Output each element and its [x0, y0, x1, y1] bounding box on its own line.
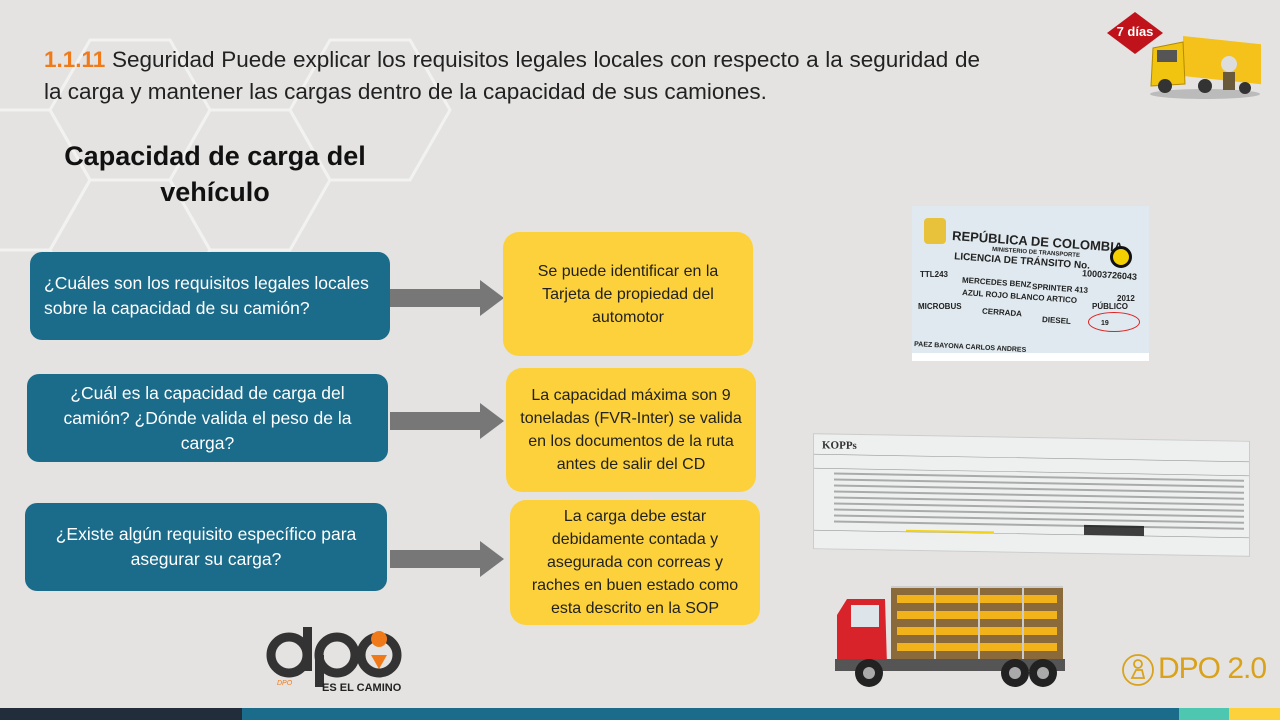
- question-box-3: ¿Existe algún requisito específico para …: [25, 503, 387, 591]
- dpo-es-el-camino-logo: DPO: [266, 627, 402, 687]
- arrow-right-icon: [390, 280, 504, 316]
- colombia-coat-of-arms-icon: [924, 218, 946, 244]
- section-heading: Capacidad de carga del vehículo: [64, 141, 366, 207]
- footer-bar-dark: [0, 708, 242, 720]
- hexagon-background-pattern: [0, 38, 452, 322]
- footer-bar-yellow: [1229, 708, 1280, 720]
- card-brand: MERCEDES BENZ: [961, 275, 1032, 290]
- arrow-right-icon: [390, 541, 504, 577]
- answer-box-3: La carga debe estar debidamente contada …: [510, 500, 760, 625]
- yellow-truck-illustration: [1150, 35, 1261, 99]
- dpo-tagline: ES EL CAMINO: [322, 682, 402, 694]
- vehicle-license-card-image: REPÚBLICA DE COLOMBIA MINISTERIO DE TRAN…: [912, 206, 1149, 361]
- card-class: MICROBUS: [918, 302, 962, 311]
- answer-box-2: La capacidad máxima son 9 toneladas (FVR…: [506, 368, 756, 492]
- svg-text:DPO: DPO: [277, 680, 293, 687]
- card-number: 10003726043: [1081, 268, 1138, 282]
- dpo2-logo-text: DPO 2.0: [1158, 652, 1267, 685]
- card-service: PÚBLICO: [1092, 302, 1128, 311]
- footer-bar-teal: [1179, 708, 1229, 720]
- card-owner: PAEZ BAYONA CARLOS ANDRES: [913, 341, 1027, 354]
- card-model: 2012: [1117, 294, 1135, 303]
- question-box-1: ¿Cuáles son los requisitos legales local…: [30, 252, 390, 340]
- question-box-2: ¿Cuál es la capacidad de carga del camió…: [27, 374, 388, 462]
- transit-logo-icon: [1110, 246, 1132, 268]
- dpo2-person-icon: [1122, 654, 1154, 686]
- section-number: 1.1.11: [44, 47, 106, 72]
- days-badge: [1107, 12, 1163, 54]
- days-badge-label: 7 días: [1116, 24, 1154, 39]
- svg-text:KOPPs: KOPPs: [822, 439, 858, 452]
- card-fuel: DIESEL: [1041, 315, 1072, 326]
- title-text: Seguridad Puede explicar los requisitos …: [44, 47, 980, 104]
- card-body: CERRADA: [981, 306, 1023, 319]
- answer-box-1: Se puede identificar en la Tarjeta de pr…: [503, 232, 753, 356]
- card-capacity: 19: [1088, 312, 1140, 332]
- slide-title: 1.1.11 Seguridad Puede explicar los requ…: [44, 44, 980, 108]
- card-plate: TTL243: [920, 270, 949, 279]
- red-truck-illustration: [835, 586, 1065, 687]
- arrow-right-icon: [390, 403, 504, 439]
- footer-bar-blue: [242, 708, 1179, 720]
- route-document-image: KOPPs: [813, 433, 1250, 557]
